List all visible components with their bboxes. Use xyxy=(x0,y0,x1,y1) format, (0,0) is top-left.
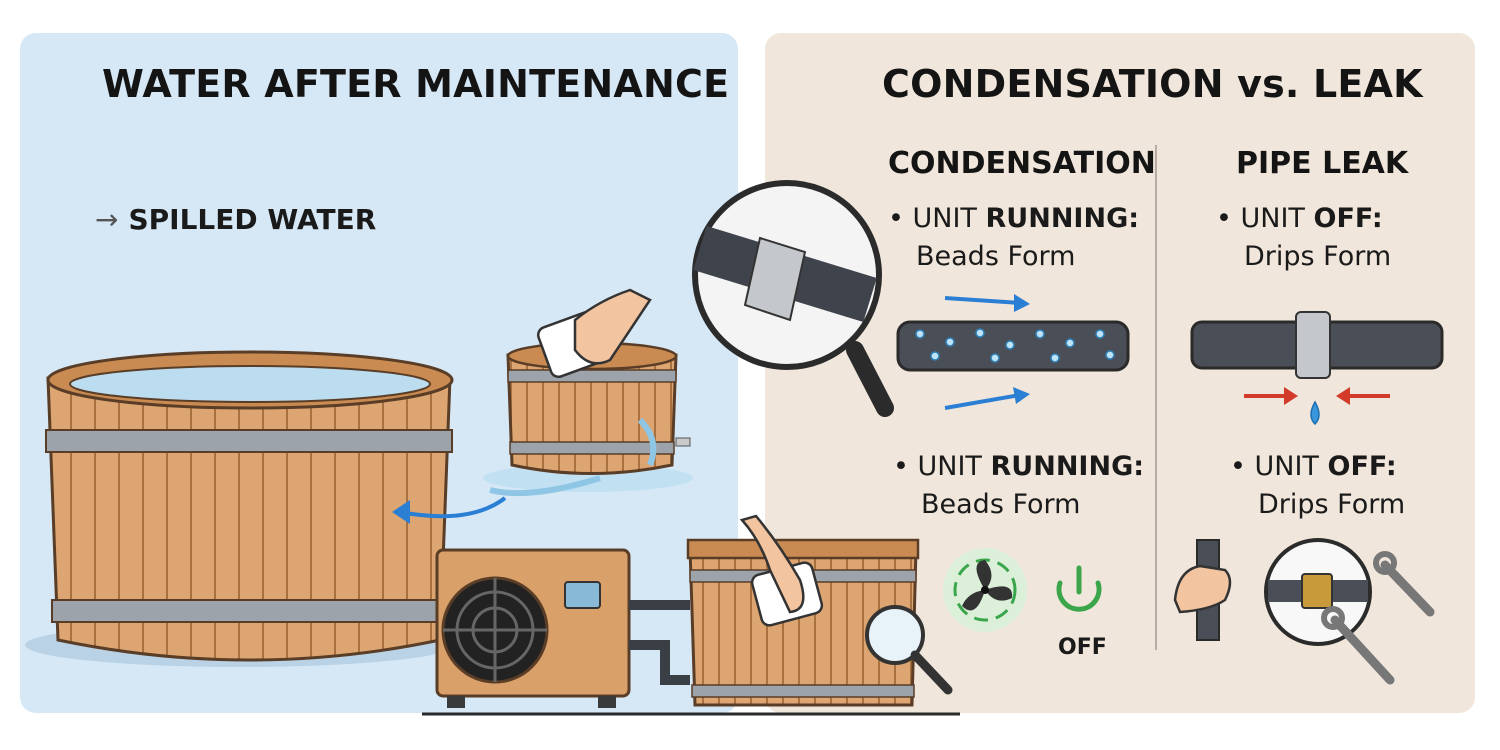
magnifier-icon xyxy=(865,605,953,695)
column-divider xyxy=(1155,145,1157,650)
bullet-strong: RUNNING: xyxy=(990,451,1145,482)
bottom-tub xyxy=(686,514,920,707)
water-drop-icon xyxy=(1310,400,1320,426)
spilled-water-label: → SPILLED WATER xyxy=(95,203,376,236)
condensation-bullet: • UNIT RUNNING: Beads Form xyxy=(893,448,1144,524)
arrow-right-icon: → xyxy=(95,203,119,236)
hand-icon xyxy=(536,288,652,379)
left-panel-title: WATER AFTER MAINTENANCE xyxy=(102,62,730,106)
bullet-lead: • UNIT xyxy=(888,203,986,234)
leak-pipe xyxy=(1190,311,1444,426)
hand-icon xyxy=(1173,539,1232,641)
bullet-lead: • UNIT xyxy=(893,451,991,482)
pipe-leak-bullet: • UNIT OFF: Drips Form xyxy=(1216,200,1391,276)
fan-icon xyxy=(943,548,1027,632)
pipe-leak-bullet: • UNIT OFF: Drips Form xyxy=(1230,448,1405,524)
pipe-leak-heading: PIPE LEAK xyxy=(1236,146,1409,181)
bullet-sub: Drips Form xyxy=(1258,489,1406,520)
condensation-pipe xyxy=(896,294,1130,410)
spilled-water-text: SPILLED WATER xyxy=(128,203,377,236)
bullet-strong: OFF: xyxy=(1313,203,1383,234)
magnifier-icon xyxy=(692,180,894,417)
right-panel-title: CONDENSATION vs. LEAK xyxy=(882,62,1423,106)
bullet-strong: OFF: xyxy=(1327,451,1397,482)
condensation-bullet: • UNIT RUNNING: Beads Form xyxy=(888,200,1139,276)
bullet-strong: RUNNING: xyxy=(985,203,1140,234)
heat-pump-unit xyxy=(435,548,690,708)
bullet-lead: • UNIT xyxy=(1230,451,1328,482)
curved-arrow-icon xyxy=(399,496,507,519)
off-label: OFF xyxy=(1058,635,1107,660)
wrench-icon xyxy=(1264,538,1435,685)
bullet-sub: Beads Form xyxy=(916,241,1076,272)
bullet-lead: • UNIT xyxy=(1216,203,1314,234)
power-icon xyxy=(1056,565,1102,612)
bullet-sub: Beads Form xyxy=(921,489,1081,520)
large-hot-tub xyxy=(45,350,454,662)
bullet-sub: Drips Form xyxy=(1244,241,1392,272)
condensation-heading: CONDENSATION xyxy=(888,146,1156,181)
